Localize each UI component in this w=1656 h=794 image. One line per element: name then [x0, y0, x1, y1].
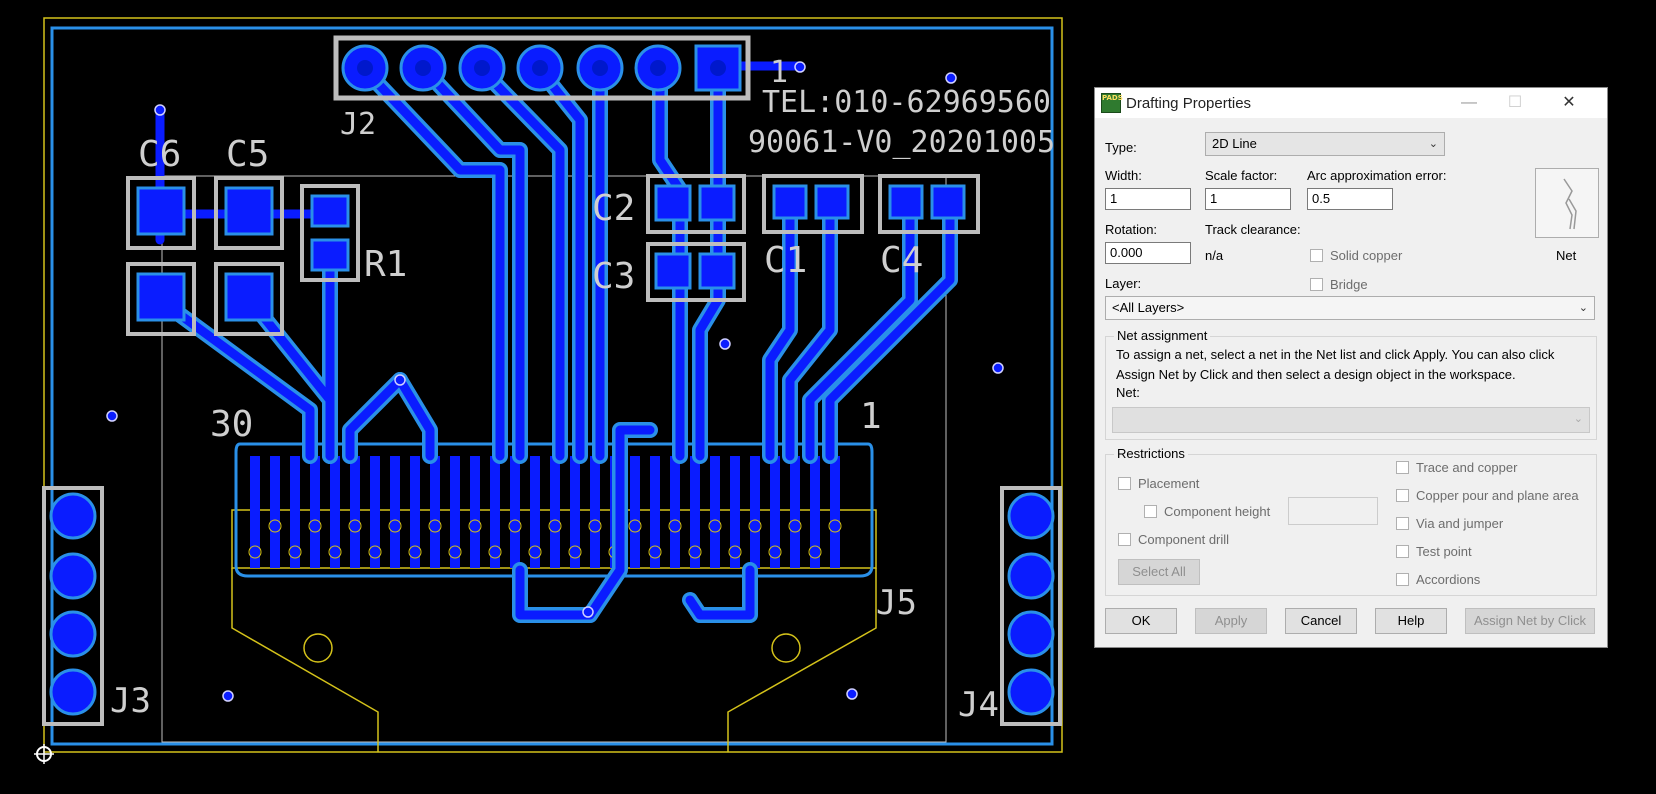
j5-drill-marks	[248, 519, 842, 559]
select-all-button[interactable]: Select All	[1118, 559, 1200, 585]
component-drill-label: Component drill	[1138, 532, 1230, 547]
placement-checkbox[interactable]	[1118, 477, 1131, 490]
component-height-input	[1288, 497, 1378, 525]
assign-net-button[interactable]: Assign Net by Click	[1465, 608, 1595, 634]
accordions-label: Accordions	[1416, 572, 1481, 587]
ref-j5: J5	[876, 583, 917, 623]
accordions-checkbox[interactable]	[1396, 573, 1409, 586]
type-value: 2D Line	[1212, 136, 1257, 151]
arc-input[interactable]: 0.5	[1307, 188, 1393, 210]
vias	[106, 61, 1004, 702]
board-outline-yellow	[43, 17, 1063, 753]
scale-label: Scale factor:	[1205, 168, 1278, 183]
layer-select[interactable]: <All Layers> ⌄	[1105, 296, 1595, 320]
j2-body	[333, 35, 751, 101]
maximize-button: ☐	[1507, 94, 1523, 111]
ref-c6: C6	[138, 134, 181, 175]
cancel-button[interactable]: Cancel	[1285, 608, 1357, 634]
copper-pour-label: Copper pour and plane area	[1416, 488, 1579, 503]
traces	[152, 61, 958, 623]
drafting-properties-dialog: PADS Drafting Properties — ☐ ✕ Type: 2D …	[1094, 87, 1608, 648]
ref-j2-pin1: 1	[770, 55, 788, 90]
bridge-checkbox[interactable]	[1310, 278, 1323, 291]
j2-pads	[341, 44, 742, 92]
chevron-down-icon: ⌄	[1578, 302, 1588, 314]
ref-r1: R1	[364, 244, 407, 285]
ref-j2: J2	[340, 107, 376, 142]
solid-copper-label: Solid copper	[1330, 248, 1403, 263]
component-drill-checkbox[interactable]	[1118, 533, 1131, 546]
clearance-label: Track clearance:	[1205, 222, 1301, 237]
net-assignment-text-2: Assign Net by Click and then select a de…	[1116, 367, 1516, 382]
ref-c3: C3	[592, 256, 635, 297]
bridge-label: Bridge	[1330, 277, 1368, 292]
trace-copper-checkbox[interactable]	[1396, 461, 1409, 474]
ref-j3: J3	[110, 681, 151, 721]
partno-text: 90061-V0_20201005	[748, 125, 1055, 160]
chevron-down-icon: ⌄	[1573, 413, 1583, 425]
chevron-down-icon: ⌄	[1428, 138, 1438, 150]
ref-c2: C2	[592, 188, 635, 229]
ref-pin1: 1	[860, 396, 882, 437]
rotation-label: Rotation:	[1105, 222, 1158, 237]
test-point-label: Test point	[1416, 544, 1472, 559]
type-select[interactable]: 2D Line ⌄	[1205, 132, 1445, 156]
solid-copper-checkbox[interactable]	[1310, 249, 1323, 262]
rotation-input[interactable]: 0.000	[1105, 242, 1191, 264]
net-select: ⌄	[1112, 407, 1590, 433]
restrictions-title: Restrictions	[1114, 446, 1188, 461]
j5-pins	[250, 456, 840, 568]
layer-label: Layer:	[1105, 276, 1142, 291]
via-jumper-label: Via and jumper	[1416, 516, 1504, 531]
ref-c5: C5	[226, 134, 269, 175]
restrictions-group: Restrictions Placement Component height …	[1105, 446, 1597, 596]
ok-button[interactable]: OK	[1105, 608, 1177, 634]
type-label: Type:	[1105, 140, 1137, 155]
net-assignment-group: Net assignment To assign a net, select a…	[1105, 328, 1597, 440]
net-assignment-text-1: To assign a net, select a net in the Net…	[1116, 347, 1555, 362]
net-icon-label: Net	[1556, 248, 1577, 263]
width-input[interactable]: 1	[1105, 188, 1191, 210]
j4-header	[1000, 486, 1062, 726]
dialog-titlebar[interactable]: PADS Drafting Properties — ☐ ✕	[1095, 88, 1607, 118]
pads-app-icon: PADS	[1101, 93, 1123, 113]
net-assignment-title: Net assignment	[1114, 328, 1211, 343]
origin-marker-icon	[34, 744, 54, 764]
component-height-label: Component height	[1164, 504, 1271, 519]
dialog-title: Drafting Properties	[1126, 95, 1252, 112]
tel-text: TEL:010-62969560	[762, 85, 1051, 120]
board-keepout-blue	[50, 26, 1054, 746]
test-point-checkbox[interactable]	[1396, 545, 1409, 558]
ref-c4: C4	[880, 240, 923, 281]
scale-input[interactable]: 1	[1205, 188, 1291, 210]
net-trace-icon	[1563, 178, 1577, 230]
help-button[interactable]: Help	[1375, 608, 1447, 634]
j3-header	[42, 486, 104, 726]
arc-label: Arc approximation error:	[1307, 168, 1447, 183]
close-button[interactable]: ✕	[1562, 94, 1576, 111]
copper-pour-checkbox[interactable]	[1396, 489, 1409, 502]
layer-value: <All Layers>	[1112, 300, 1185, 315]
j5-pad-region	[234, 442, 874, 578]
minimize-button[interactable]: —	[1461, 94, 1477, 111]
width-label: Width:	[1105, 168, 1142, 183]
trace-copper-label: Trace and copper	[1416, 460, 1518, 475]
pcb-canvas[interactable]: TEL:010-62969560 90061-V0_20201005 J2 C6…	[0, 0, 1090, 794]
placement-label: Placement	[1138, 476, 1200, 491]
ref-j4: J4	[958, 685, 999, 725]
apply-button[interactable]: Apply	[1195, 608, 1267, 634]
via-jumper-checkbox[interactable]	[1396, 517, 1409, 530]
component-height-checkbox[interactable]	[1144, 505, 1157, 518]
clearance-value: n/a	[1205, 248, 1224, 263]
ref-c1: C1	[764, 240, 807, 281]
net-pick-button[interactable]	[1535, 168, 1599, 238]
net-label: Net:	[1116, 385, 1140, 400]
ref-pin30: 30	[210, 404, 253, 445]
smd-pads	[126, 174, 980, 336]
